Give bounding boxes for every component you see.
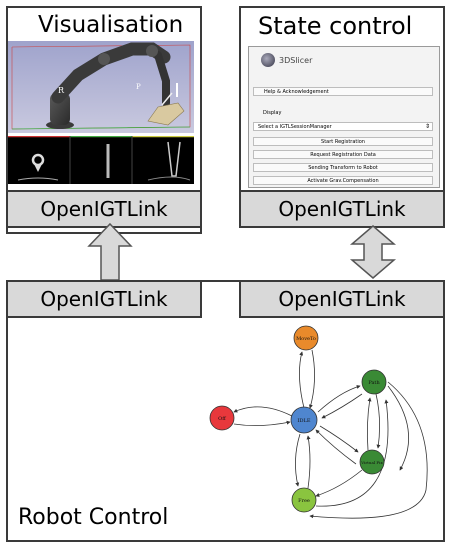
label-r: R: [58, 86, 65, 95]
slice-renders: [8, 135, 194, 184]
robot-openigtlink-right-bar: OpenIGTLink: [239, 280, 445, 318]
slicer-module-panel: 3DSlicer Help & Acknowledgement Display …: [248, 46, 440, 188]
node-free: [291, 487, 317, 513]
3d-view: R P: [8, 41, 194, 133]
node-moveto: [293, 325, 319, 351]
request-registration-data-button[interactable]: Request Registration Data: [253, 150, 433, 159]
node-off: [209, 405, 235, 431]
graph-edges: [233, 349, 428, 519]
node-label-off: Off: [218, 416, 226, 422]
display-section[interactable]: Display: [263, 109, 282, 116]
slicer-logo-icon: [261, 53, 275, 67]
sending-transform-button[interactable]: Sending Transform to Robot: [253, 163, 433, 172]
robot-control-title: Robot Control: [18, 505, 169, 530]
node-idle: [290, 406, 318, 434]
slice-views: [8, 135, 194, 184]
one-way-arrow-up-icon: [87, 222, 133, 281]
node-label-free: Free: [298, 498, 310, 504]
state-control-title: State control: [258, 12, 413, 40]
slicer-logo-text: 3DSlicer: [279, 56, 313, 65]
node-label-moveto: MoveTo: [296, 336, 316, 342]
node-label-idle: IDLE: [298, 418, 311, 424]
node-label-path: Path: [368, 380, 380, 386]
two-way-arrow-icon: [349, 225, 397, 279]
graph-nodes: [209, 325, 387, 513]
node-virtual-fix: [359, 449, 385, 475]
robot-arm-render: R P: [8, 41, 194, 133]
node-labels: MoveTo Off IDLE Path Virtual Fix Free: [218, 336, 383, 504]
chevron-updown-icon: ⇕: [425, 123, 431, 130]
visualisation-openigtlink-bar: OpenIGTLink: [6, 190, 202, 228]
node-label-virtual-fix: Virtual Fix: [360, 460, 383, 465]
start-registration-button[interactable]: Start Registration: [253, 137, 433, 146]
node-path: [361, 369, 387, 395]
state-machine-graph: MoveTo Off IDLE Path Virtual Fix Free: [209, 325, 428, 519]
state-control-openigtlink-bar: OpenIGTLink: [239, 190, 445, 228]
visualisation-title: Visualisation: [38, 12, 184, 38]
activate-grav-compensation-button[interactable]: Activate Grav.Compensation: [253, 176, 433, 185]
session-manager-select[interactable]: Select a IGTLSessionManager: [253, 122, 433, 131]
help-acknowledgement-section[interactable]: Help & Acknowledgement: [253, 87, 433, 96]
robot-openigtlink-left-bar: OpenIGTLink: [6, 280, 202, 318]
label-p: P: [136, 83, 141, 91]
